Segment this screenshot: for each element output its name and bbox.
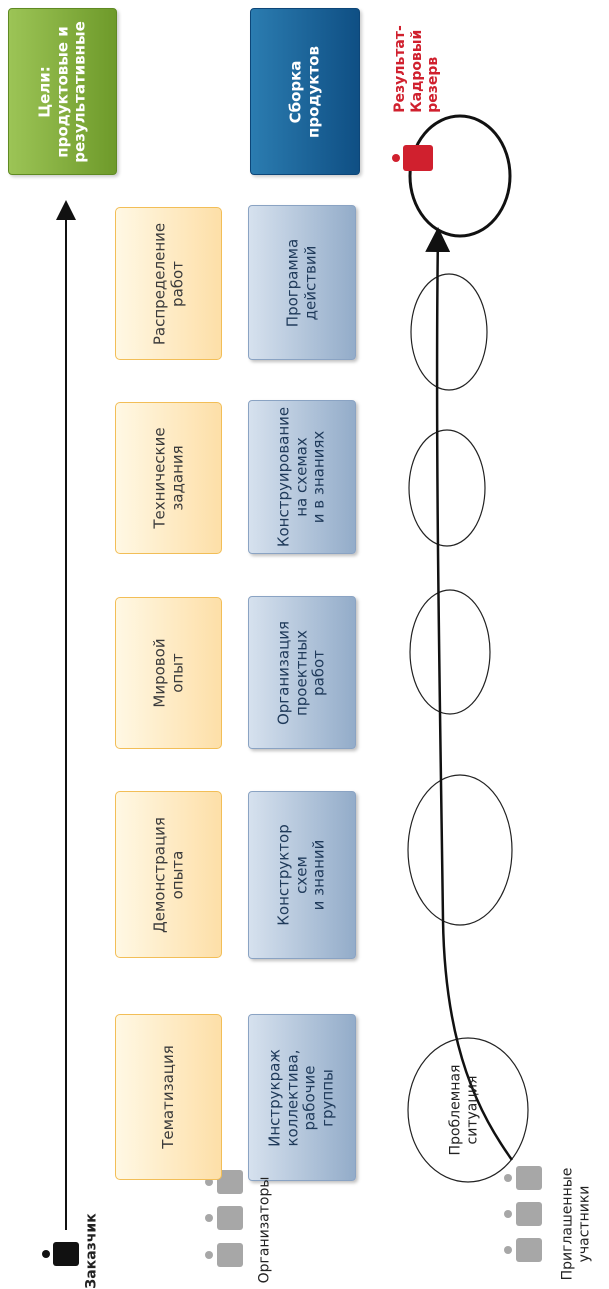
stage-box-mirovoy-opyt: Мировой опыт [115,597,222,749]
organizer-icon [205,1206,243,1230]
development-arrow [425,227,514,1161]
organizer-icon [205,1243,243,1267]
stage-ellipse-4 [410,273,488,391]
stage-box-demonstratsiya: Демонстрация опыта [115,791,222,958]
participant-icon [504,1202,542,1226]
action-box-konstruktor: Конструктор схем и знаний [248,791,356,959]
action-box-instrukrazh: Инструкраж коллектива, рабочие группы [248,1014,356,1181]
stage-ellipse-2 [409,589,491,715]
result-person-icon [392,145,433,171]
stage-box-tematizatsiya: Тематизация [115,1014,222,1180]
goal-box: Цели: продуктовые и результативные [8,8,117,175]
participant-icon [504,1238,542,1262]
action-box-konstruirovanie: Конструирование на схемах и в знаниях [248,400,356,554]
action-box-programma: Программа действий [248,205,356,360]
stage-ellipse-1 [407,774,513,926]
problem-situation-label: Проблемная ситуация [447,1064,480,1156]
assembly-box: Сборка продуктов [250,8,360,175]
stage-box-raspredelenie: Распределение работ [115,207,222,360]
customer-icon [42,1242,79,1266]
stage-box-tekhnicheskie: Технические задания [115,402,222,554]
organizers-label: Организаторы [256,1176,273,1284]
result-label: Результат- Кадровый резерв [392,25,442,113]
problem-ellipse [407,1037,529,1183]
organizer-icon [205,1170,243,1194]
customer-label: Заказчик [83,1213,100,1289]
action-box-organizatsiya: Организация проектных работ [248,596,356,749]
participants-label: Приглашенные участники [559,1167,592,1281]
participant-icon [504,1166,542,1190]
result-ellipse [408,114,512,238]
stage-ellipse-3 [408,429,486,547]
